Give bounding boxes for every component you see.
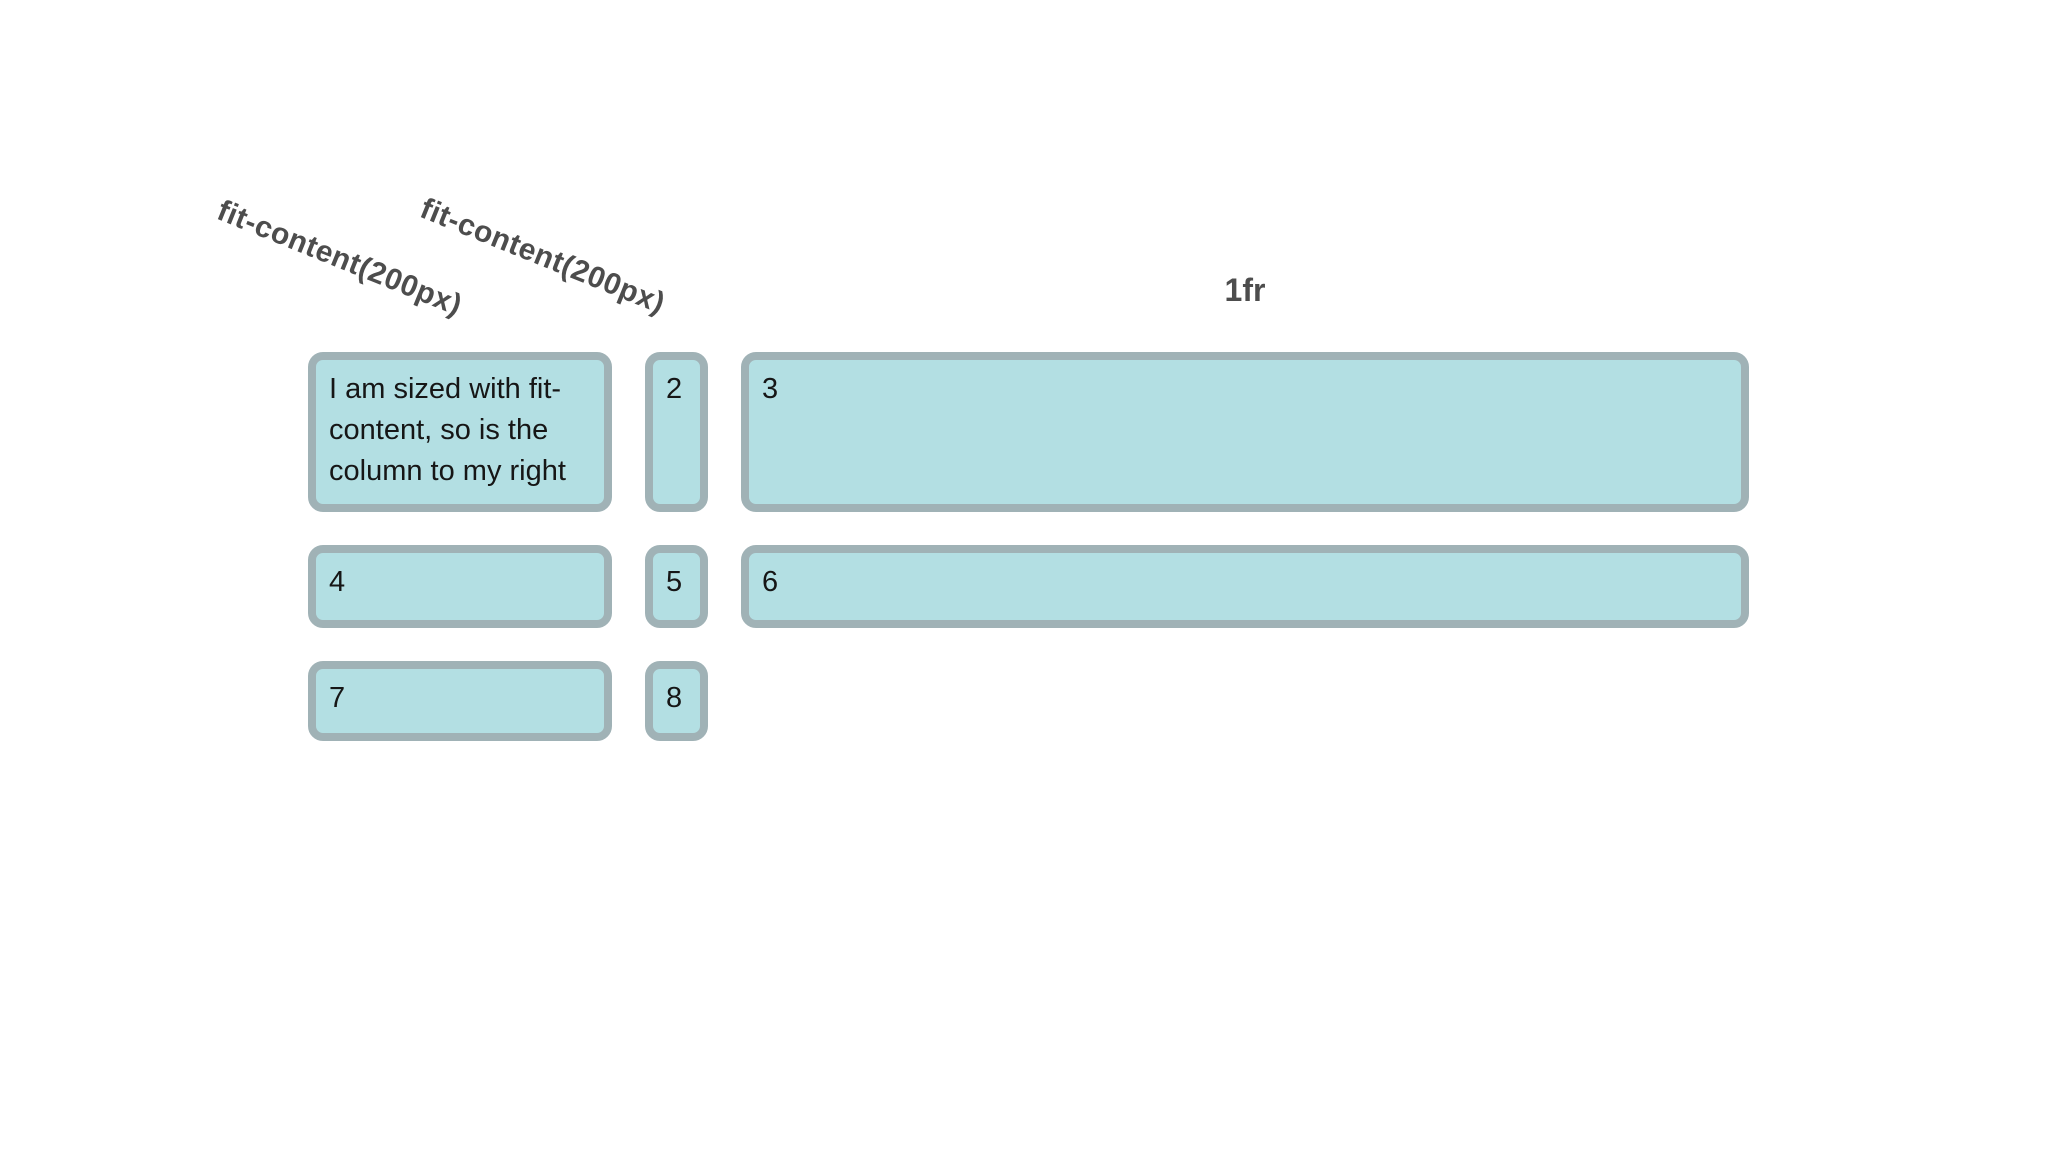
grid-container: I am sized with fit-content, so is the c… [308,352,1749,741]
grid-cell-5: 5 [645,545,708,628]
grid-cell-4: 4 [308,545,612,628]
grid-cell-3: 3 [741,352,1749,512]
grid-cell-1: I am sized with fit-content, so is the c… [308,352,612,512]
column-label-1fr: 1fr [1224,272,1266,308]
grid-cell-7: 7 [308,661,612,741]
grid-cell-2: 2 [645,352,708,512]
grid-cell-6: 6 [741,545,1749,628]
grid-cell-8: 8 [645,661,708,741]
